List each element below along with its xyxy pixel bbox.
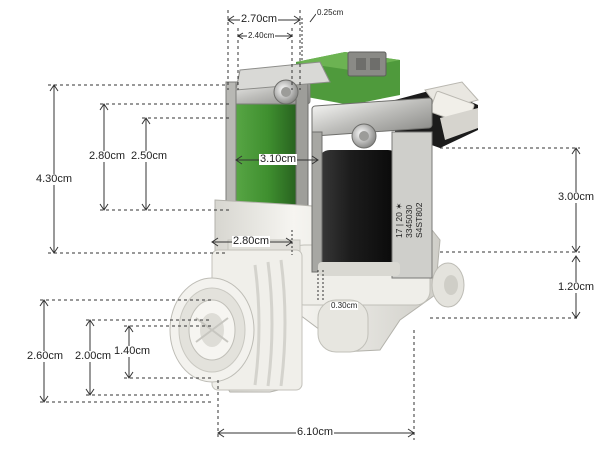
dim-inlet-bore: 1.40cm — [113, 345, 152, 357]
dim-coil-height: 2.80cm — [88, 150, 127, 162]
dim-top-inner-width: 2.40cm — [247, 31, 276, 40]
dim-overall-height: 4.30cm — [35, 173, 74, 185]
dim-inlet-outer: 2.60cm — [26, 350, 65, 362]
right-coil — [311, 97, 433, 279]
dim-outlet-height: 1.20cm — [557, 281, 596, 293]
dim-pin-width: 0.25cm — [316, 8, 345, 17]
dim-inlet-thread: 2.00cm — [74, 350, 113, 362]
dim-overall-width: 6.10cm — [296, 426, 335, 438]
dim-top-width: 2.70cm — [240, 13, 279, 25]
dim-gap: 0.30cm — [330, 301, 359, 310]
coil-label-line-3: S4ST802 — [414, 202, 424, 238]
coil-label: 17 | 20 ✶ 3345030 S4ST802 — [394, 202, 424, 238]
dim-coil-width: 3.10cm — [259, 153, 298, 165]
valve-inlet — [169, 249, 303, 391]
coil-label-line-2: 3345030 — [404, 205, 414, 238]
dim-body-width: 2.80cm — [232, 235, 271, 247]
dim-coil-inner-height: 2.50cm — [130, 150, 169, 162]
dimension-lines — [39, 10, 581, 440]
dim-right-coil-height: 3.00cm — [557, 191, 596, 203]
coil-label-line-1: 17 | 20 ✶ — [394, 203, 404, 238]
